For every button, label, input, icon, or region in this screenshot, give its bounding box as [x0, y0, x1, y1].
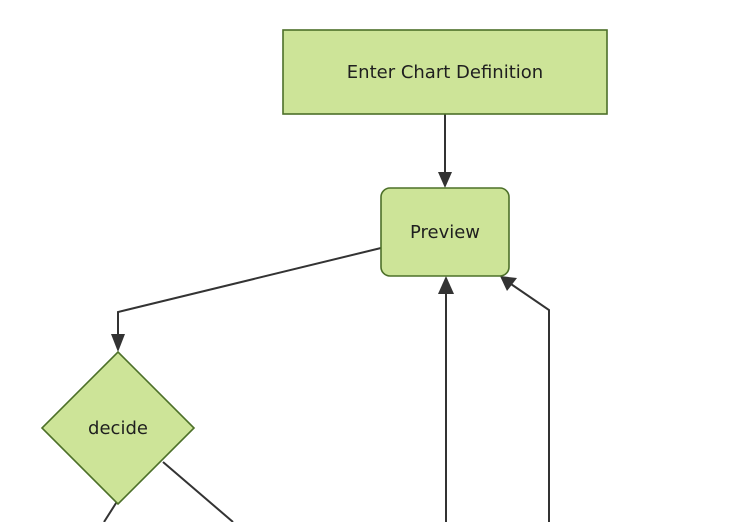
node-rectangle[interactable]: [282, 29, 608, 115]
node-rounded-rectangle[interactable]: [380, 187, 510, 277]
edge-decide-bottom-left: [103, 499, 119, 522]
arrowhead-up-icon: [438, 276, 454, 294]
node-label-preview: Preview: [410, 222, 480, 243]
node-label-enter-chart-definition: Enter Chart Definition: [347, 62, 543, 83]
edge-line: [162, 461, 234, 522]
arrowhead-upleft-icon: [500, 276, 517, 291]
edge-bottom-diagonal-to-preview: [500, 276, 550, 522]
node-enter-chart-definition[interactable]: Enter Chart Definition: [282, 29, 608, 115]
node-preview[interactable]: Preview: [380, 187, 510, 277]
node-decide[interactable]: decide: [40, 350, 196, 506]
edge-enter-to-preview: [438, 114, 452, 188]
edge-line: [507, 281, 550, 522]
edge-line: [117, 247, 382, 342]
arrowhead-down-icon: [438, 172, 452, 188]
arrowhead-down-icon: [111, 334, 125, 352]
edge-preview-to-decide: [111, 247, 382, 352]
node-label-decide: decide: [88, 418, 148, 439]
edge-decide-bottom-right: [162, 461, 234, 522]
edge-line: [103, 499, 119, 522]
edge-bottom-vertical-to-preview: [438, 276, 454, 522]
node-diamond[interactable]: [40, 350, 196, 506]
